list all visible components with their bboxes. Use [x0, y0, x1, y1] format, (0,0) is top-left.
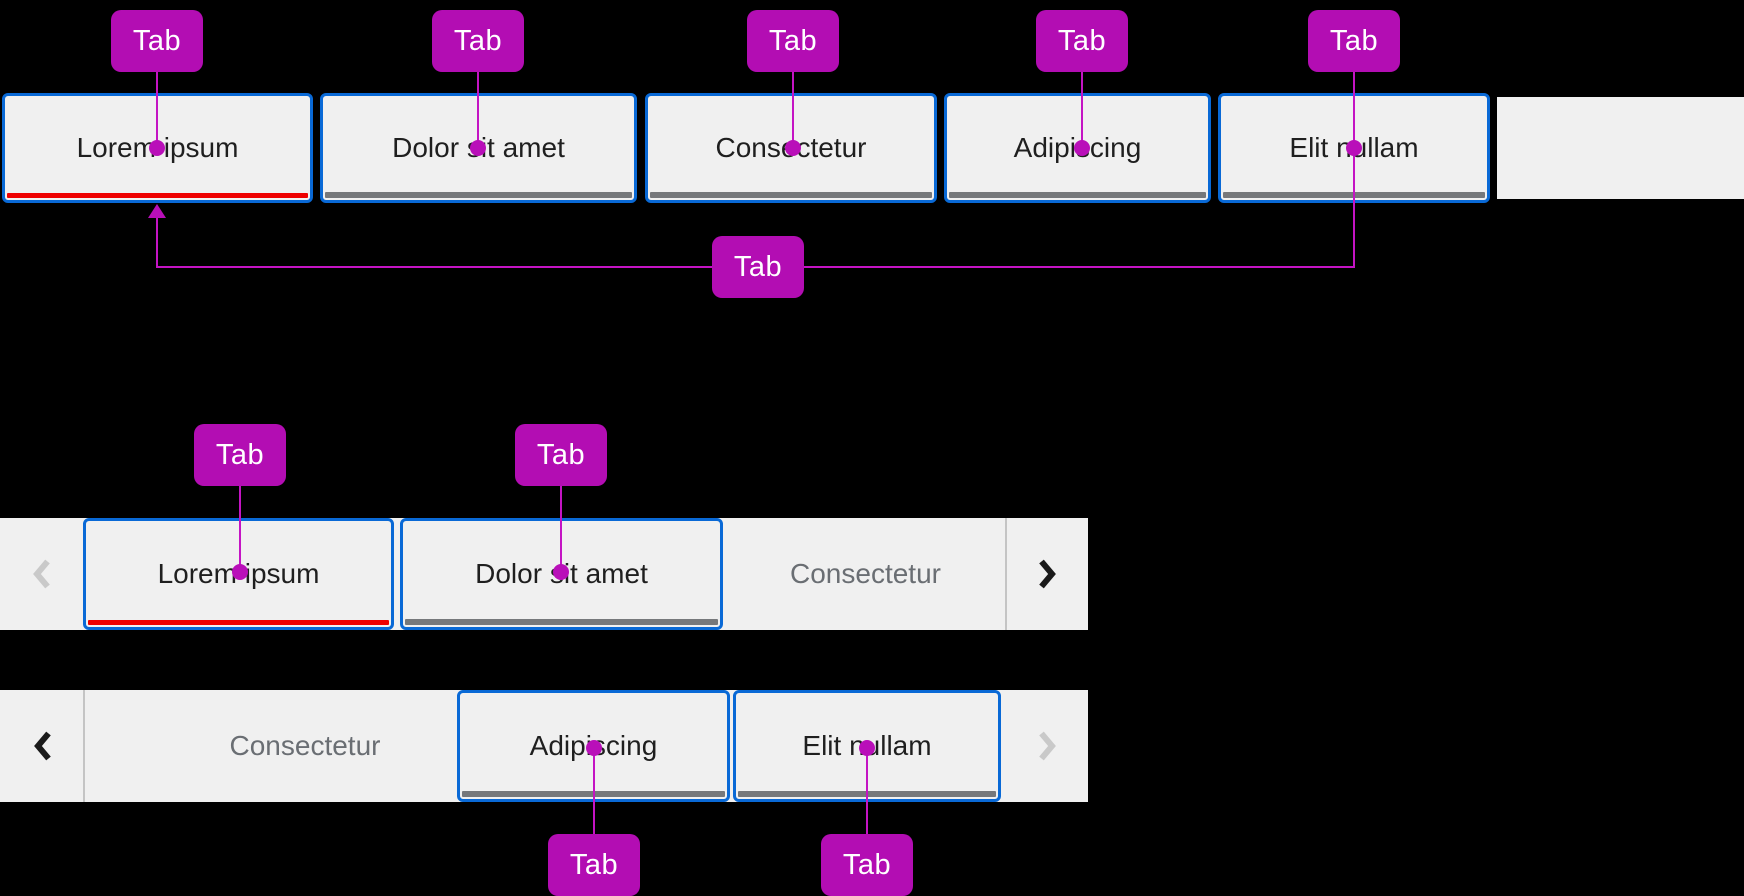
callout-dot: [553, 564, 569, 580]
tab-underline: [650, 192, 932, 198]
callout-text: Tab: [768, 24, 818, 57]
callout-text: Tab: [536, 438, 586, 471]
angle-right-icon: [1036, 558, 1058, 590]
callout-text: Tab: [215, 438, 265, 471]
tab-consectetur-overflow[interactable]: Consectetur: [726, 518, 1005, 630]
selected-tab-indicator: [7, 193, 308, 198]
callout-line: [792, 72, 794, 148]
callout-label: Tab: [111, 10, 203, 72]
callout-line: [156, 217, 158, 266]
callout-text: Tab: [569, 848, 619, 881]
callout-label: Tab: [747, 10, 839, 72]
angle-left-icon: [32, 730, 54, 762]
callout-text: Tab: [453, 24, 503, 57]
scroll-divider: [83, 690, 85, 802]
callout-label: Tab: [712, 236, 804, 298]
callout-arrow: [148, 204, 166, 218]
scroll-left-button: [31, 558, 53, 590]
tab-consectetur-overflow[interactable]: Consectetur: [120, 690, 490, 802]
callout-label: Tab: [515, 424, 607, 486]
tab-bar-filler: [1497, 97, 1744, 199]
angle-left-icon: [31, 558, 53, 590]
tab-label: Consectetur: [229, 730, 381, 761]
callout-dot: [859, 740, 875, 756]
callout-line: [593, 748, 595, 836]
tab-underline: [405, 619, 718, 625]
callout-dot: [586, 740, 602, 756]
callout-label: Tab: [194, 424, 286, 486]
callout-line: [560, 486, 562, 572]
callout-text: Tab: [733, 250, 783, 283]
scroll-left-button[interactable]: [32, 730, 54, 762]
callout-line: [1353, 72, 1355, 267]
callout-dot: [149, 140, 165, 156]
callout-line: [866, 748, 868, 836]
callout-line: [239, 486, 241, 572]
callout-text: Tab: [132, 24, 182, 57]
callout-dot: [1346, 140, 1362, 156]
tab-underline: [949, 192, 1206, 198]
callout-label: Tab: [548, 834, 640, 896]
callout-text: Tab: [842, 848, 892, 881]
angle-right-icon: [1036, 730, 1058, 762]
callout-line: [477, 72, 479, 148]
callout-line: [156, 72, 158, 148]
selected-tab-indicator: [88, 620, 389, 625]
callout-text: Tab: [1329, 24, 1379, 57]
callout-line: [1081, 72, 1083, 148]
scroll-right-button: [1036, 730, 1058, 762]
callout-dot: [232, 564, 248, 580]
callout-label: Tab: [821, 834, 913, 896]
callout-label: Tab: [1036, 10, 1128, 72]
callout-label: Tab: [432, 10, 524, 72]
callout-dot: [1074, 140, 1090, 156]
callout-label: Tab: [1308, 10, 1400, 72]
callout-dot: [470, 140, 486, 156]
scroll-right-button[interactable]: [1036, 558, 1058, 590]
tab-label: Consectetur: [790, 558, 941, 589]
callout-dot: [785, 140, 801, 156]
callout-text: Tab: [1057, 24, 1107, 57]
tab-underline: [325, 192, 632, 198]
scroll-divider: [1005, 518, 1007, 630]
